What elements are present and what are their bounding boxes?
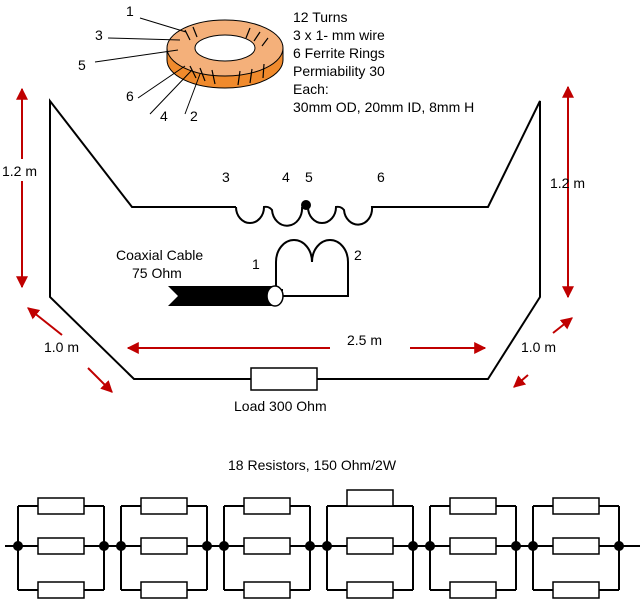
toroid-hole [194,34,256,62]
toroid-pin-4: 4 [160,108,168,124]
toroid-core [166,19,284,89]
tap-label-6: 6 [377,169,385,185]
junction-dot [408,541,418,551]
toroid-pin-6: 6 [126,88,134,104]
toroid-pin-2: 2 [190,108,198,124]
tap-label-2: 2 [354,247,362,263]
resistor [243,497,291,515]
resistor-bank-title: 18 Resistors, 150 Ohm/2W [228,457,397,473]
right-height-label: 1.2 m [550,175,585,191]
toroid-pin-1: 1 [126,3,134,19]
resistor [346,489,394,507]
junction-dot [202,541,212,551]
right-slant-label: 1.0 m [521,339,556,355]
resistor [449,537,497,555]
center-tap-dot [301,200,311,210]
spec-line: 6 Ferrite Rings [293,45,385,61]
coax-cable [168,285,284,307]
resistor [140,537,188,555]
primary-coil [275,239,349,297]
resistor [552,497,600,515]
resistor [37,497,85,515]
tap-label-3: 3 [222,169,230,185]
resistor [449,581,497,599]
resistor [449,497,497,515]
toroid-spec: 12 Turns 3 x 1- mm wire 6 Ferrite Rings … [293,9,474,115]
width-label: 2.5 m [347,332,382,348]
spec-line: Each: [293,81,329,97]
left-slant-label: 1.0 m [44,339,79,355]
left-slant-arrow-bottom [87,367,113,393]
junction-dot [528,541,538,551]
junction-dot [511,541,521,551]
coax-impedance-label: 75 Ohm [132,265,182,281]
junction-dot [13,541,23,551]
right-slant-arrow-bottom [513,374,529,388]
antenna-loop [49,98,541,391]
resistor [140,581,188,599]
junction-dot [425,541,435,551]
resistor [140,497,188,515]
coax-label: Coaxial Cable [116,247,203,263]
toroid-pin-5: 5 [78,57,86,73]
resistor [346,581,394,599]
resistor [552,581,600,599]
resistor [552,537,600,555]
spec-line: 12 Turns [293,9,347,25]
left-slant-arrow-top [27,307,63,336]
junction-dot [305,541,315,551]
junction-dot [322,541,332,551]
tap-label-5: 5 [305,169,313,185]
resistor [37,537,85,555]
junction-dot [219,541,229,551]
junction-dot [614,541,624,551]
left-height-label: 1.2 m [2,163,37,179]
right-slant-arrow-top [552,317,573,334]
load-resistor [250,367,318,391]
dimension-arrows [16,85,574,393]
junction-dot [116,541,126,551]
tap-label-1: 1 [252,256,260,272]
resistor [243,581,291,599]
spec-line: 3 x 1- mm wire [293,27,385,43]
resistor-bank [5,489,640,599]
junction-dot [99,541,109,551]
spec-line: 30mm OD, 20mm ID, 8mm H [293,99,474,115]
load-label: Load 300 Ohm [234,398,327,414]
spec-line: Permiability 30 [293,63,385,79]
resistor [37,581,85,599]
resistor [243,537,291,555]
toroid-pin-3: 3 [95,27,103,43]
toroid-leader-lines [94,17,201,115]
resistor [346,537,394,555]
tap-label-4: 4 [282,169,290,185]
